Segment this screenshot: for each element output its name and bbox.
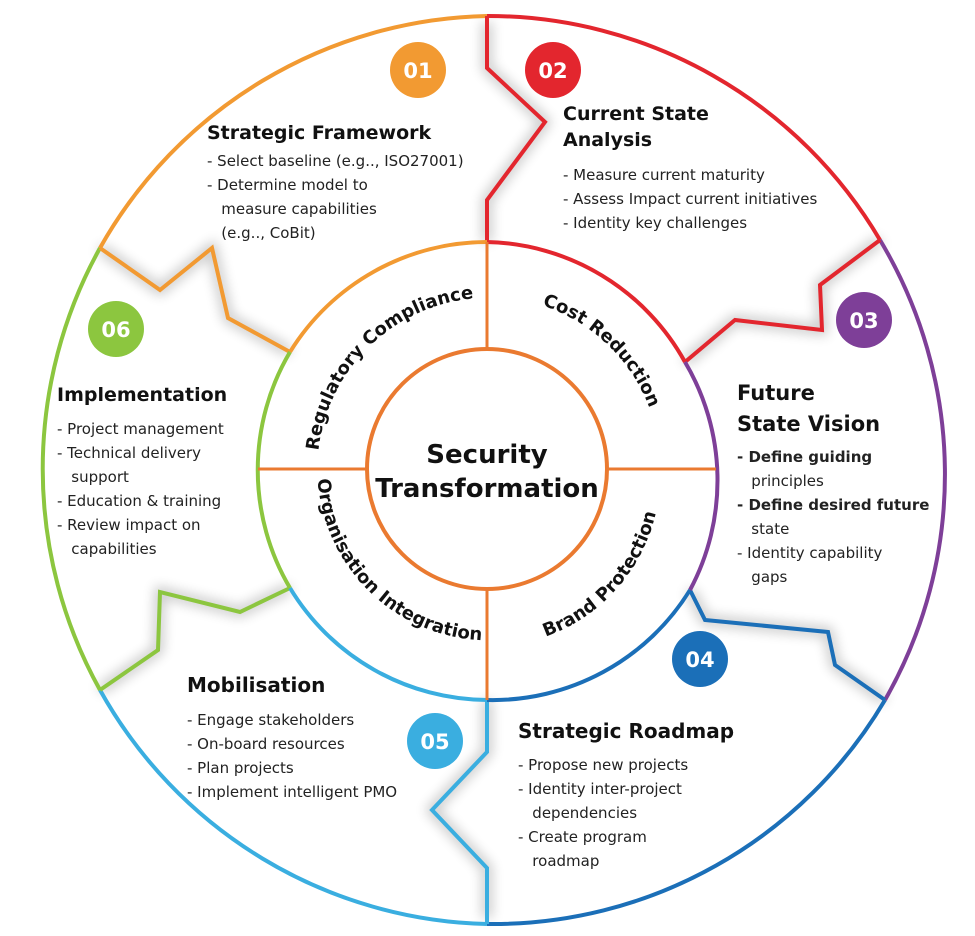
middle-ring: [255, 240, 720, 703]
segment-01-bullet: (e.g.., CoBit): [207, 224, 316, 242]
segment-01-title: Strategic Framework: [207, 122, 432, 144]
segment-05-bullet: - Plan projects: [187, 759, 294, 777]
badge-03-circle: [836, 292, 892, 348]
segment-06-bullet: capabilities: [57, 540, 157, 558]
segment-03-bullet: gaps: [737, 568, 788, 586]
segment-06-bullet: - Technical delivery: [57, 444, 201, 462]
segment-04-bullet: - Create program: [518, 828, 647, 846]
dividers: [98, 16, 887, 924]
segment-01-bullet: - Determine model to: [207, 176, 368, 194]
segment-03-future-state-vision: Future State Vision - Define guiding pri…: [737, 381, 929, 586]
segment-06-title: Implementation: [57, 384, 227, 406]
segment-02-bullet: - Identity key challenges: [563, 214, 747, 232]
segment-01-strategic-framework: Strategic Framework - Select baseline (e…: [207, 122, 464, 242]
pillar-brand-protection: Brand Protection: [540, 509, 661, 642]
ring-arc-05: [98, 689, 488, 926]
ring-arc-01: [98, 14, 488, 249]
segment-03-title: State Vision: [737, 412, 880, 436]
segment-05-bullet: - On-board resources: [187, 735, 345, 753]
badge-01-circle: [390, 42, 446, 98]
ring-arc-06: [40, 247, 102, 691]
ring-arc-03: [878, 238, 947, 701]
ring-arc-04: [486, 698, 887, 927]
segment-02-title: Current State: [563, 103, 709, 125]
divider-05-06: [98, 586, 291, 692]
badge-06-circle: [88, 301, 144, 357]
segment-02-bullet: - Assess Impact current initiatives: [563, 190, 817, 208]
inner-core: [258, 242, 716, 700]
segment-04-bullet: - Propose new projects: [518, 756, 688, 774]
segment-03-bullet: - Define desired future: [737, 496, 929, 514]
divider-04-05: [429, 700, 489, 924]
badge-04-number: 04: [685, 648, 714, 672]
segment-03-title: Future: [737, 381, 815, 405]
badge-05-number: 05: [420, 730, 449, 754]
segment-05-title: Mobilisation: [187, 673, 325, 697]
center-title-line2: Transformation: [375, 474, 599, 504]
center-title-line1: Security: [426, 440, 547, 470]
segment-06-bullet: - Education & training: [57, 492, 221, 510]
segment-06-bullet: - Project management: [57, 420, 224, 438]
segment-02-title: Analysis: [563, 129, 652, 151]
segment-04-title: Strategic Roadmap: [518, 719, 734, 743]
badge-04-circle: [672, 631, 728, 687]
segment-02-bullet: - Measure current maturity: [563, 166, 765, 184]
segment-05-bullet: - Engage stakeholders: [187, 711, 354, 729]
badge-05-circle: [407, 713, 463, 769]
segment-05-mobilisation: Mobilisation - Engage stakeholders - On-…: [187, 673, 397, 801]
divider-06-01: [98, 244, 291, 354]
number-badges: 01 02 03 04 05 06: [88, 42, 892, 769]
segment-03-bullet: principles: [737, 472, 824, 490]
badge-02-circle: [525, 42, 581, 98]
segment-04-bullet: dependencies: [518, 804, 637, 822]
segment-03-bullet: - Define guiding: [737, 448, 872, 466]
segment-04-strategic-roadmap: Strategic Roadmap - Propose new projects…: [518, 719, 734, 870]
badge-03-number: 03: [849, 309, 878, 333]
badge-06-number: 06: [101, 318, 130, 342]
divider-01-02: [485, 16, 548, 242]
badge-02-number: 02: [538, 59, 567, 83]
segment-06-implementation: Implementation - Project management - Te…: [57, 384, 227, 558]
segment-06-bullet: support: [57, 468, 129, 486]
segment-03-bullet: state: [737, 520, 789, 538]
segment-01-bullet: - Select baseline (e.g.., ISO27001): [207, 152, 464, 170]
divider-03-04: [688, 589, 887, 702]
badge-01-number: 01: [403, 59, 432, 83]
segment-04-bullet: roadmap: [518, 852, 599, 870]
segment-01-bullet: measure capabilities: [207, 200, 377, 218]
segment-02-current-state-analysis: Current State Analysis - Measure current…: [563, 103, 817, 232]
segment-05-bullet: - Implement intelligent PMO: [187, 783, 397, 801]
outer-ring: [40, 13, 947, 927]
segment-06-bullet: - Review impact on: [57, 516, 201, 534]
divider-02-03: [683, 238, 882, 364]
ring-arc-02: [486, 13, 882, 242]
segment-03-bullet: - Identity capability: [737, 544, 882, 562]
segment-04-bullet: - Identity inter-project: [518, 780, 682, 798]
